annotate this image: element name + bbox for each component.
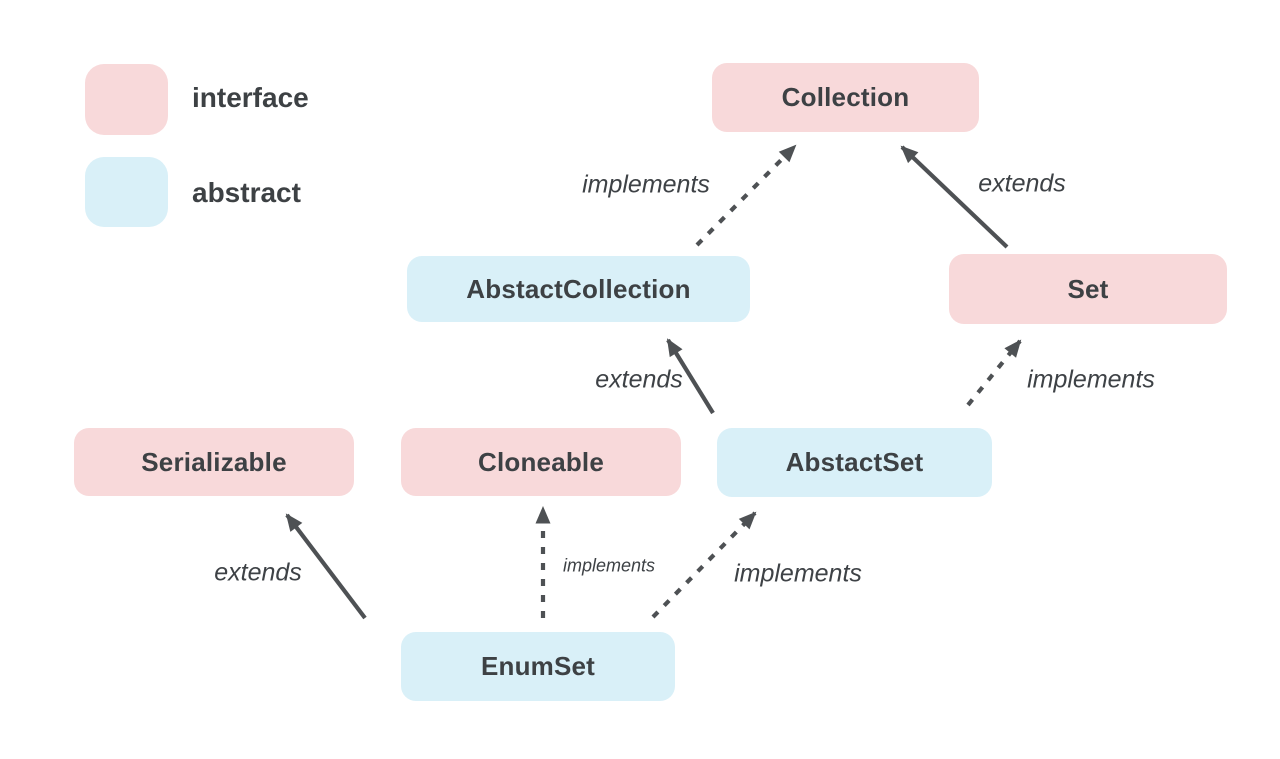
edge-set-extends-collection: [900, 145, 1009, 249]
node-abstract-collection: AbstactCollection: [407, 256, 750, 322]
edge-label-abstractcollection-implements: implements: [582, 170, 710, 199]
edge-enumset-extends-serializable: [285, 513, 367, 620]
edge-label-abstractset-implements: implements: [1027, 365, 1155, 394]
legend-swatch-interface: [85, 64, 168, 135]
edge-label-enumset-implements-cloneable: implements: [562, 555, 656, 576]
node-cloneable-label: Cloneable: [477, 446, 605, 477]
edge-label-enumset-extends: extends: [214, 558, 302, 587]
node-enum-set-label: EnumSet: [480, 651, 596, 681]
node-abstract-collection-label: AbstactCollection: [466, 273, 691, 304]
edge-abstractset-implements-set: [966, 339, 1022, 407]
node-abstract-set-label: AbstactSet: [785, 447, 924, 477]
node-serializable: Serializable: [74, 428, 354, 496]
legend-swatch-abstract: [85, 157, 168, 227]
edge-label-enumset-implements-abstractset: implements: [734, 559, 862, 588]
node-set: Set: [949, 254, 1227, 324]
node-enum-set: EnumSet: [401, 632, 675, 701]
node-set-label: Set: [1067, 273, 1109, 304]
edge-abstractcollection-implements-collection: [695, 144, 797, 247]
legend-label-interface: interface: [192, 82, 309, 113]
edge-label-abstractset-extends: extends: [595, 365, 683, 394]
node-serializable-label: Serializable: [141, 446, 287, 477]
node-abstract-set: AbstactSet: [717, 428, 992, 497]
node-collection: Collection: [712, 63, 979, 132]
node-collection-label: Collection: [781, 82, 910, 112]
edge-label-set-extends: extends: [978, 169, 1066, 198]
node-cloneable: Cloneable: [401, 428, 681, 496]
legend-label-abstract: abstract: [192, 177, 301, 208]
edge-abstractset-extends-abstractcollection: [666, 338, 715, 415]
